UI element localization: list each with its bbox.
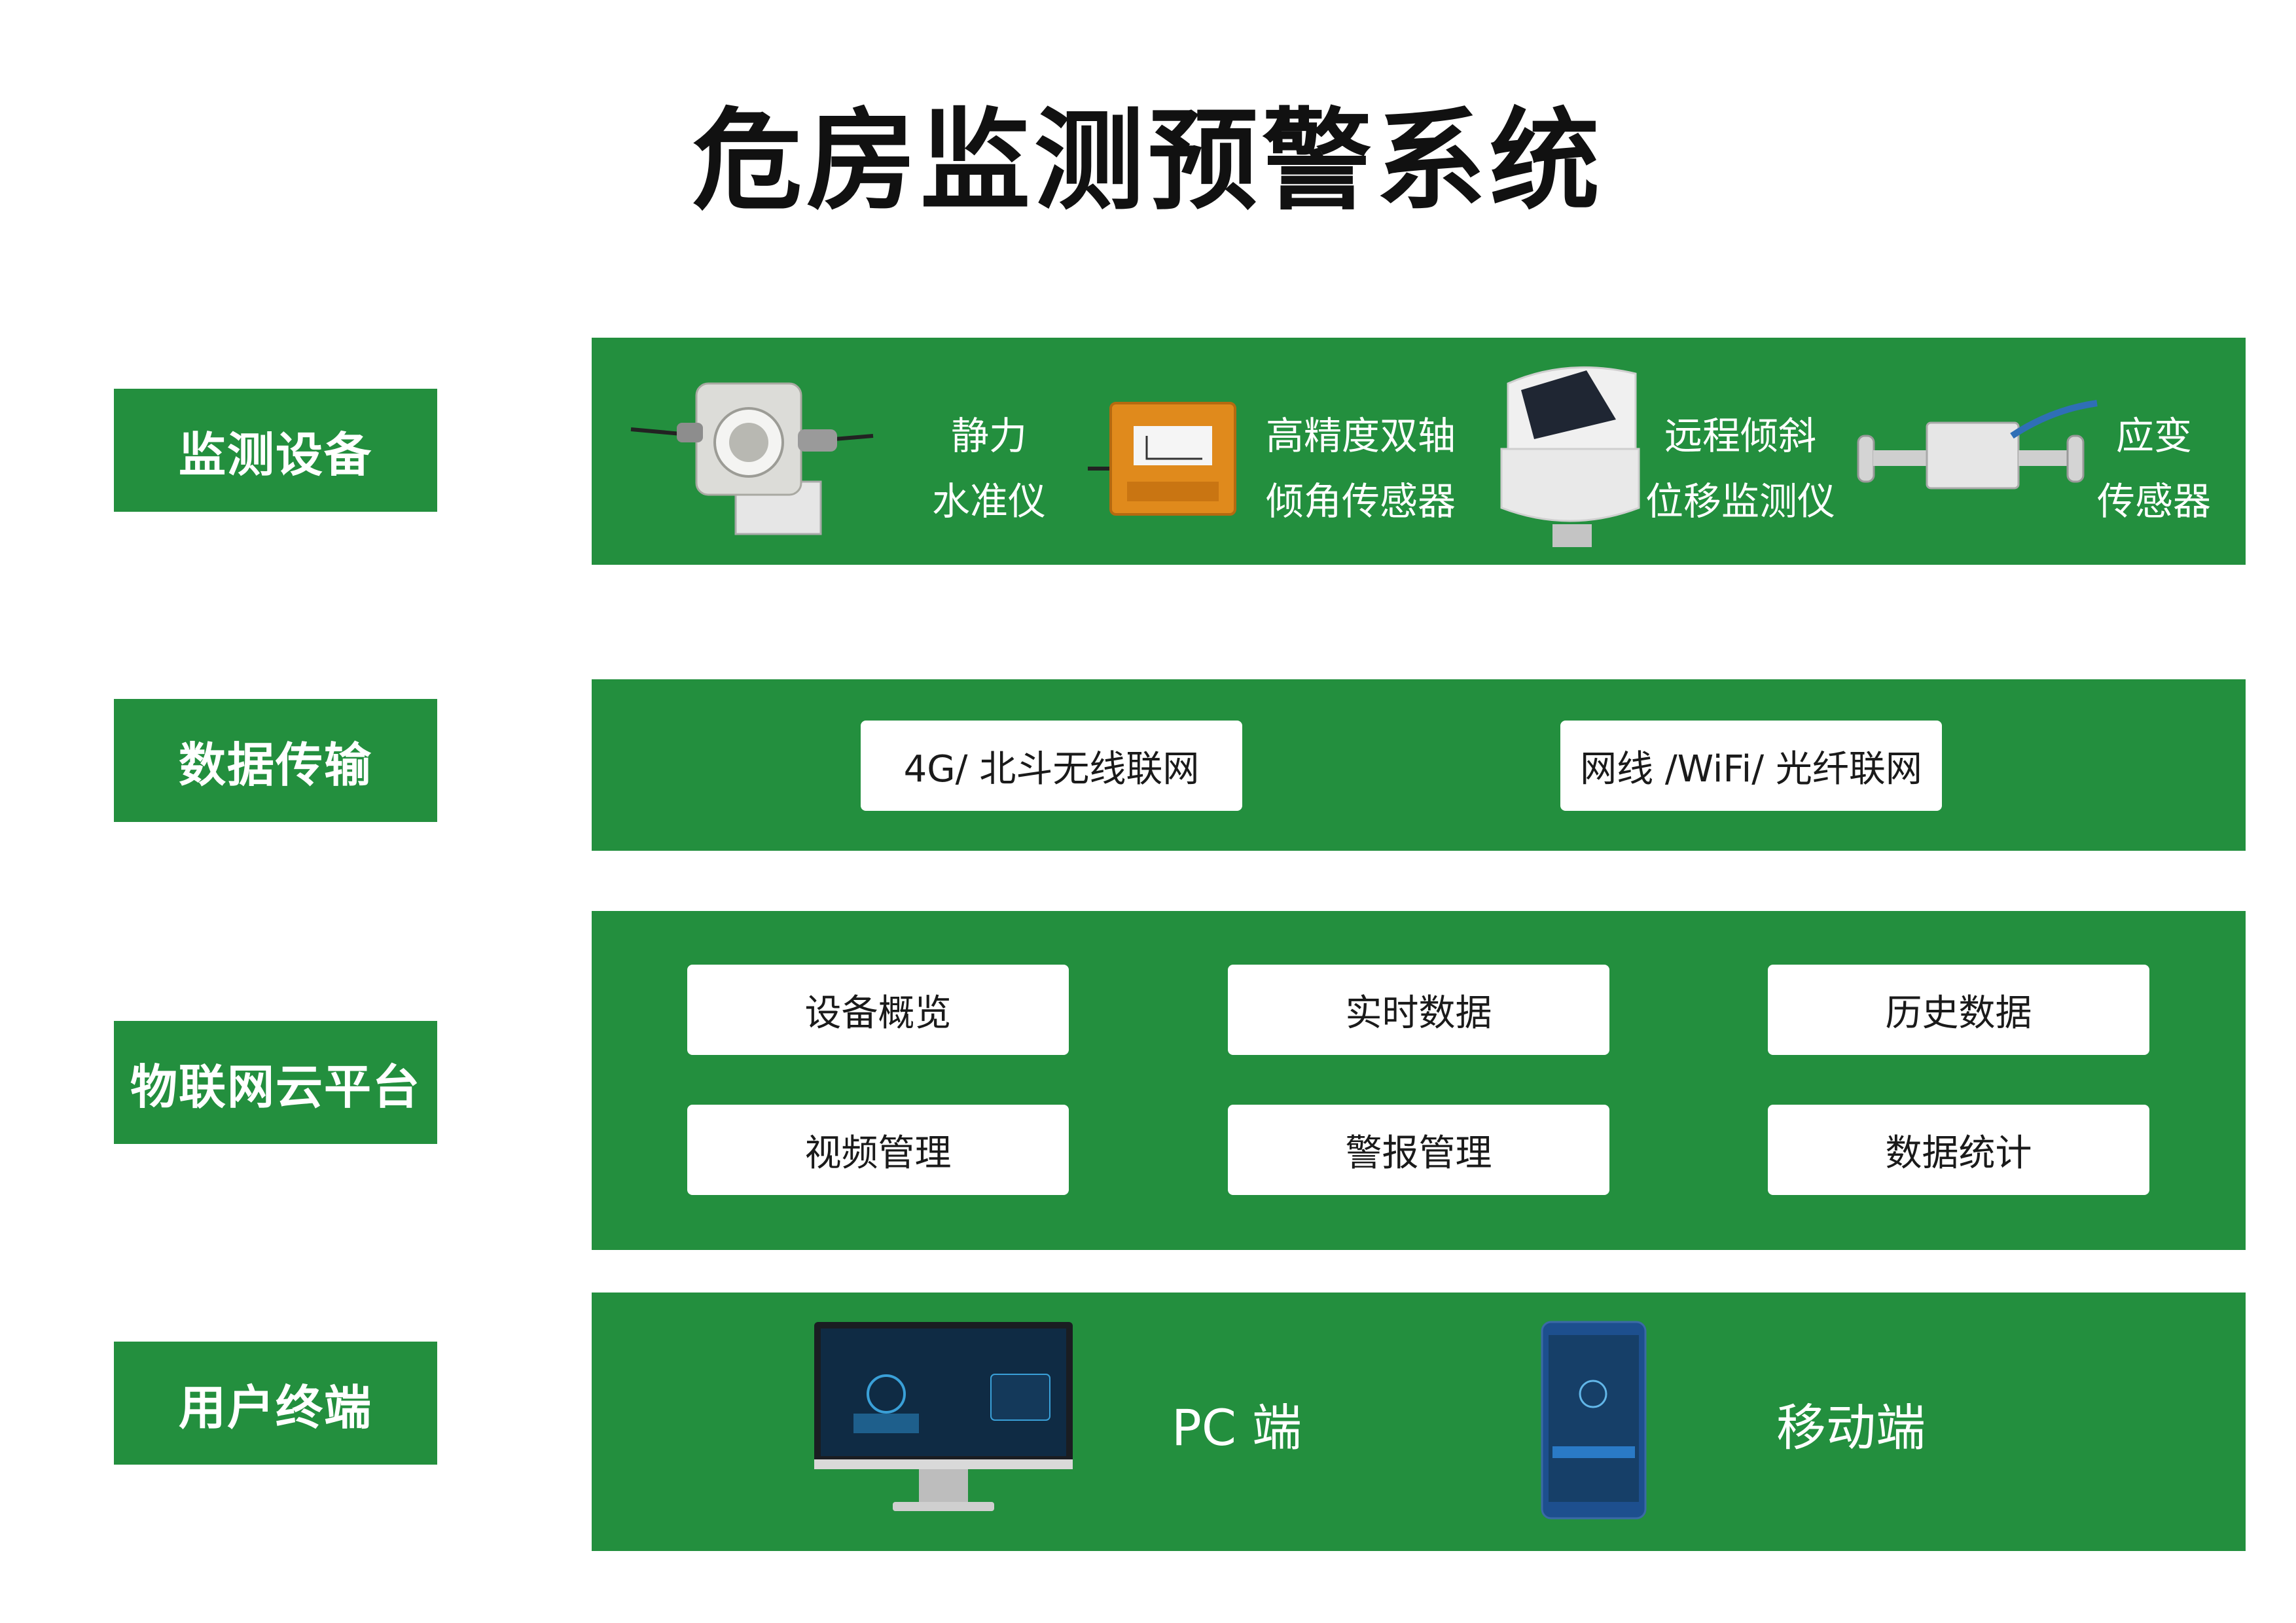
layer-label-monitoring-devices: 监测设备	[114, 389, 437, 512]
tilt-sensor-icon	[1088, 402, 1236, 516]
transmission-chip-wired-wifi: 网线 /WiFi/ 光纤联网	[1560, 721, 1942, 811]
device-label-tilt-line2: 倾角传感器	[1266, 479, 1456, 524]
data-transmission-band: 4G/ 北斗无线联网 网线 /WiFi/ 光纤联网	[592, 679, 2246, 851]
displacement-monitor-icon	[1500, 366, 1640, 547]
page-title: 危房监测预警系统	[692, 97, 1604, 225]
layer-label-user-terminals: 用户终端	[114, 1342, 437, 1465]
device-label-static-level-line1: 静力	[951, 414, 1028, 458]
device-label-static-level-line2: 水准仪	[932, 479, 1047, 524]
user-terminals-band: PC 端 移动端	[592, 1293, 2246, 1551]
transmission-chip-4g-beidou: 4G/ 北斗无线联网	[861, 721, 1242, 811]
desktop-monitor-icon	[814, 1322, 1073, 1511]
device-label-displacement-line2: 位移监测仪	[1645, 479, 1836, 524]
platform-module-data-statistics: 数据统计	[1768, 1105, 2149, 1195]
layer-label-data-transmission: 数据传输	[114, 699, 437, 822]
platform-module-realtime-data: 实时数据	[1228, 965, 1609, 1055]
platform-module-device-overview: 设备概览	[687, 965, 1069, 1055]
strain-sensor-icon	[1857, 400, 2098, 490]
iot-platform-band: 设备概览 实时数据 历史数据 视频管理 警报管理 数据统计	[592, 911, 2246, 1250]
device-label-strain-line1: 应变	[2116, 414, 2193, 458]
platform-module-history-data: 历史数据	[1768, 965, 2149, 1055]
terminal-label-pc: PC 端	[1172, 1399, 1302, 1457]
device-label-strain-line2: 传感器	[2097, 479, 2212, 524]
mobile-phone-icon	[1541, 1321, 1647, 1520]
terminal-label-mobile: 移动端	[1776, 1399, 1926, 1457]
platform-module-video-management: 视频管理	[687, 1105, 1069, 1195]
device-label-displacement-line1: 远程倾斜	[1664, 414, 1817, 458]
monitoring-devices-band: 静力 水准仪 高精度双轴 倾角传感器 远程倾斜 位移监测仪 应变 传感器	[592, 338, 2246, 565]
platform-module-alarm-management: 警报管理	[1228, 1105, 1609, 1195]
device-label-tilt-line1: 高精度双轴	[1266, 414, 1456, 458]
layer-label-iot-cloud-platform: 物联网云平台	[114, 1021, 437, 1144]
static-level-gauge-icon	[630, 382, 874, 535]
